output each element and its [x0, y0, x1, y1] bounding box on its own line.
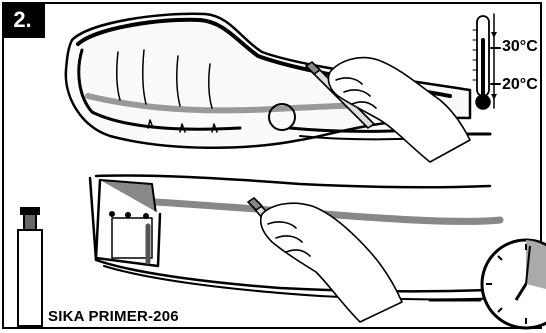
- min-temperature-label: 20°C: [502, 76, 538, 94]
- max-temperature-label: 30°C: [502, 38, 538, 56]
- primer-bottle-icon: [18, 208, 42, 326]
- thermometer-icon: [473, 14, 500, 109]
- product-name-label: SIKA PRIMER-206: [48, 308, 179, 325]
- clock-icon: [482, 240, 546, 328]
- step-number-badge: 2.: [2, 2, 45, 38]
